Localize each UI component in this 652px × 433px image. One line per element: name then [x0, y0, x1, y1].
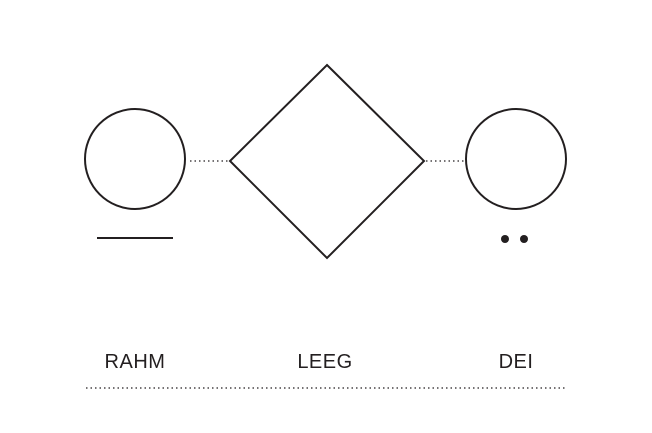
right-dot-mark-1 — [501, 235, 509, 243]
center-diamond — [228, 63, 426, 260]
label-dei: DEI — [498, 351, 534, 373]
left-circle — [84, 108, 186, 210]
label-rahm: RAHM — [104, 351, 166, 373]
right-circle — [465, 108, 567, 210]
label-leeg: LEEG — [297, 351, 353, 373]
right-dot-mark-2 — [520, 235, 528, 243]
